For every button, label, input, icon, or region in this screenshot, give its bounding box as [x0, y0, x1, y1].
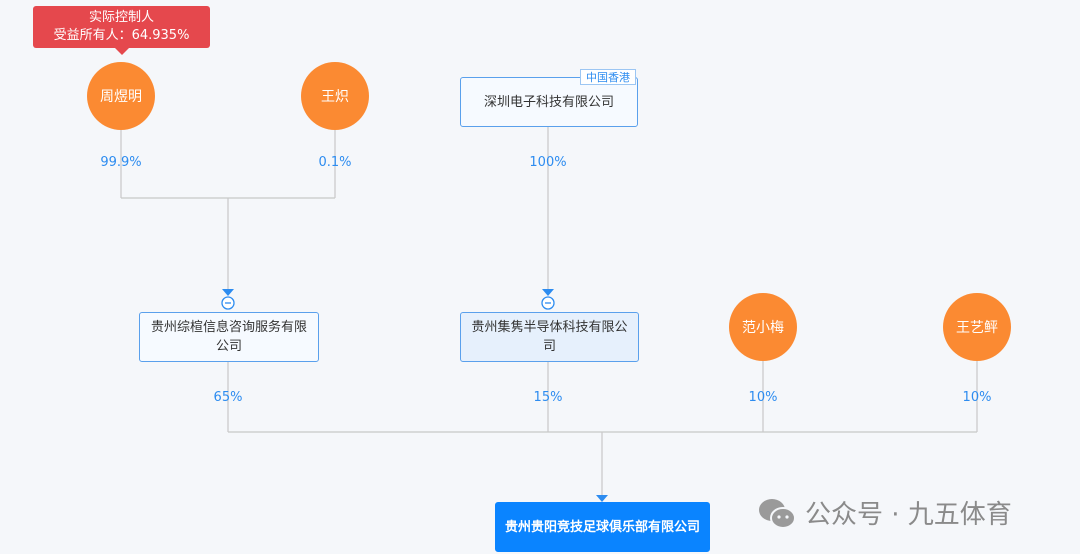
- company-name: 贵州综楦信息咨询服务有限公司: [150, 320, 307, 354]
- tooltip-beneficiary: 受益所有人：64.935%: [53, 28, 190, 43]
- company-node-shenzhen[interactable]: 深圳电子科技有限公司: [460, 77, 638, 127]
- share-percent: 100%: [529, 155, 567, 170]
- collapse-icon: [541, 296, 555, 310]
- share-percent: 99.9%: [100, 155, 142, 170]
- person-node[interactable]: 王艺鲆: [943, 293, 1011, 361]
- region-badge: 中国香港: [580, 69, 636, 85]
- wechat-icon: [759, 498, 796, 529]
- company-name: 深圳电子科技有限公司: [483, 94, 614, 110]
- person-node[interactable]: 周煜明: [87, 62, 155, 130]
- company-name: 贵州贵阳竞技足球俱乐部有限公司: [504, 519, 700, 535]
- company-node-jijuan[interactable]: 贵州集隽半导体科技有限公司: [460, 312, 639, 362]
- collapse-icon: [221, 296, 235, 310]
- share-percent: 65%: [213, 390, 243, 405]
- share-percent: 15%: [533, 390, 563, 405]
- tooltip-title: 实际控制人: [88, 10, 154, 25]
- company-node-zongshan[interactable]: 贵州综楦信息咨询服务有限公司: [139, 312, 319, 362]
- person-node[interactable]: 范小梅: [729, 293, 797, 361]
- watermark: 公众号 · 九五体育: [757, 494, 1012, 531]
- share-percent: 10%: [748, 390, 778, 405]
- share-percent: 10%: [962, 390, 992, 405]
- arrow-icon: [222, 289, 234, 296]
- arrow-icon: [596, 495, 608, 502]
- company-name: 贵州集隽半导体科技有限公司: [471, 320, 628, 354]
- arrow-icon: [542, 289, 554, 296]
- actual-controller-tooltip: 实际控制人 受益所有人：64.935%: [33, 6, 210, 55]
- share-percent: 0.1%: [318, 155, 352, 170]
- target-company-node[interactable]: 贵州贵阳竞技足球俱乐部有限公司: [495, 502, 710, 552]
- watermark-text: 公众号 · 九五体育: [805, 500, 1012, 530]
- person-node[interactable]: 王炽: [301, 62, 369, 130]
